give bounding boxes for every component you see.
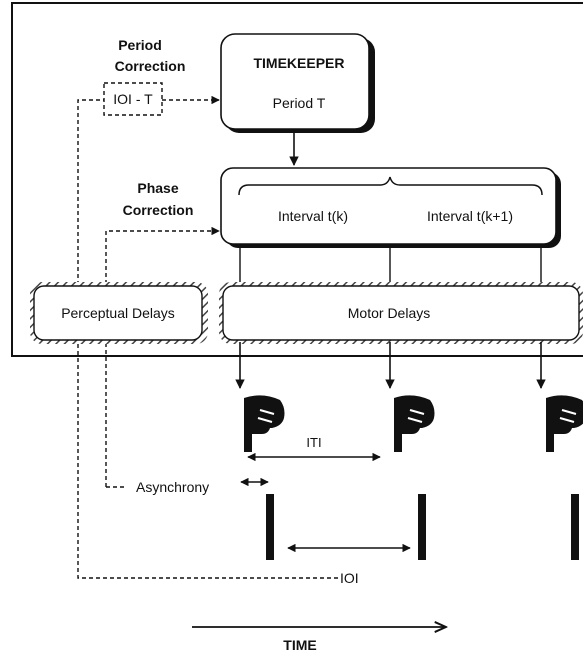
phase-correction-path bbox=[105, 226, 220, 487]
motor-delays-label: Motor Delays bbox=[348, 305, 430, 321]
time-label: TIME bbox=[283, 637, 316, 653]
interval-k-label: Interval t(k) bbox=[278, 208, 348, 224]
perceptual-delays-box: Perceptual Delays bbox=[30, 282, 208, 344]
ioi-label: IOI bbox=[340, 570, 359, 586]
motor-delays-box: Motor Delays bbox=[219, 282, 583, 344]
period-correction-label-line2: Correction bbox=[115, 58, 186, 74]
interval-box: Interval t(k) Interval t(k+1) bbox=[220, 167, 561, 248]
tap-finger-icon-3 bbox=[545, 394, 583, 453]
interval-brace bbox=[238, 176, 543, 196]
outer-frame bbox=[11, 2, 583, 357]
perceptual-delays-label: Perceptual Delays bbox=[61, 305, 175, 321]
iti-label: ITI bbox=[306, 435, 321, 450]
phase-correction-label-line1: Phase bbox=[137, 180, 178, 196]
timekeeper-title: TIMEKEEPER bbox=[253, 55, 344, 71]
timekeeper-period: Period T bbox=[273, 95, 326, 111]
interval-k1-label: Interval t(k+1) bbox=[427, 208, 513, 224]
asynchrony-label: Asynchrony bbox=[136, 479, 209, 495]
ioi-minus-t-box: IOI - T bbox=[103, 82, 163, 116]
stimulus-bar-3 bbox=[571, 494, 579, 560]
period-correction-label-line1: Period bbox=[118, 37, 162, 53]
stimulus-bar-2 bbox=[418, 494, 426, 560]
tap-finger-icon-2 bbox=[393, 394, 436, 453]
tap-finger-icon-1 bbox=[243, 394, 286, 453]
ioi-minus-t-label: IOI - T bbox=[113, 91, 153, 107]
stimulus-bar-1 bbox=[266, 494, 274, 560]
phase-correction-label-line2: Correction bbox=[123, 202, 194, 218]
timekeeper-box: TIMEKEEPER Period T bbox=[220, 33, 375, 133]
